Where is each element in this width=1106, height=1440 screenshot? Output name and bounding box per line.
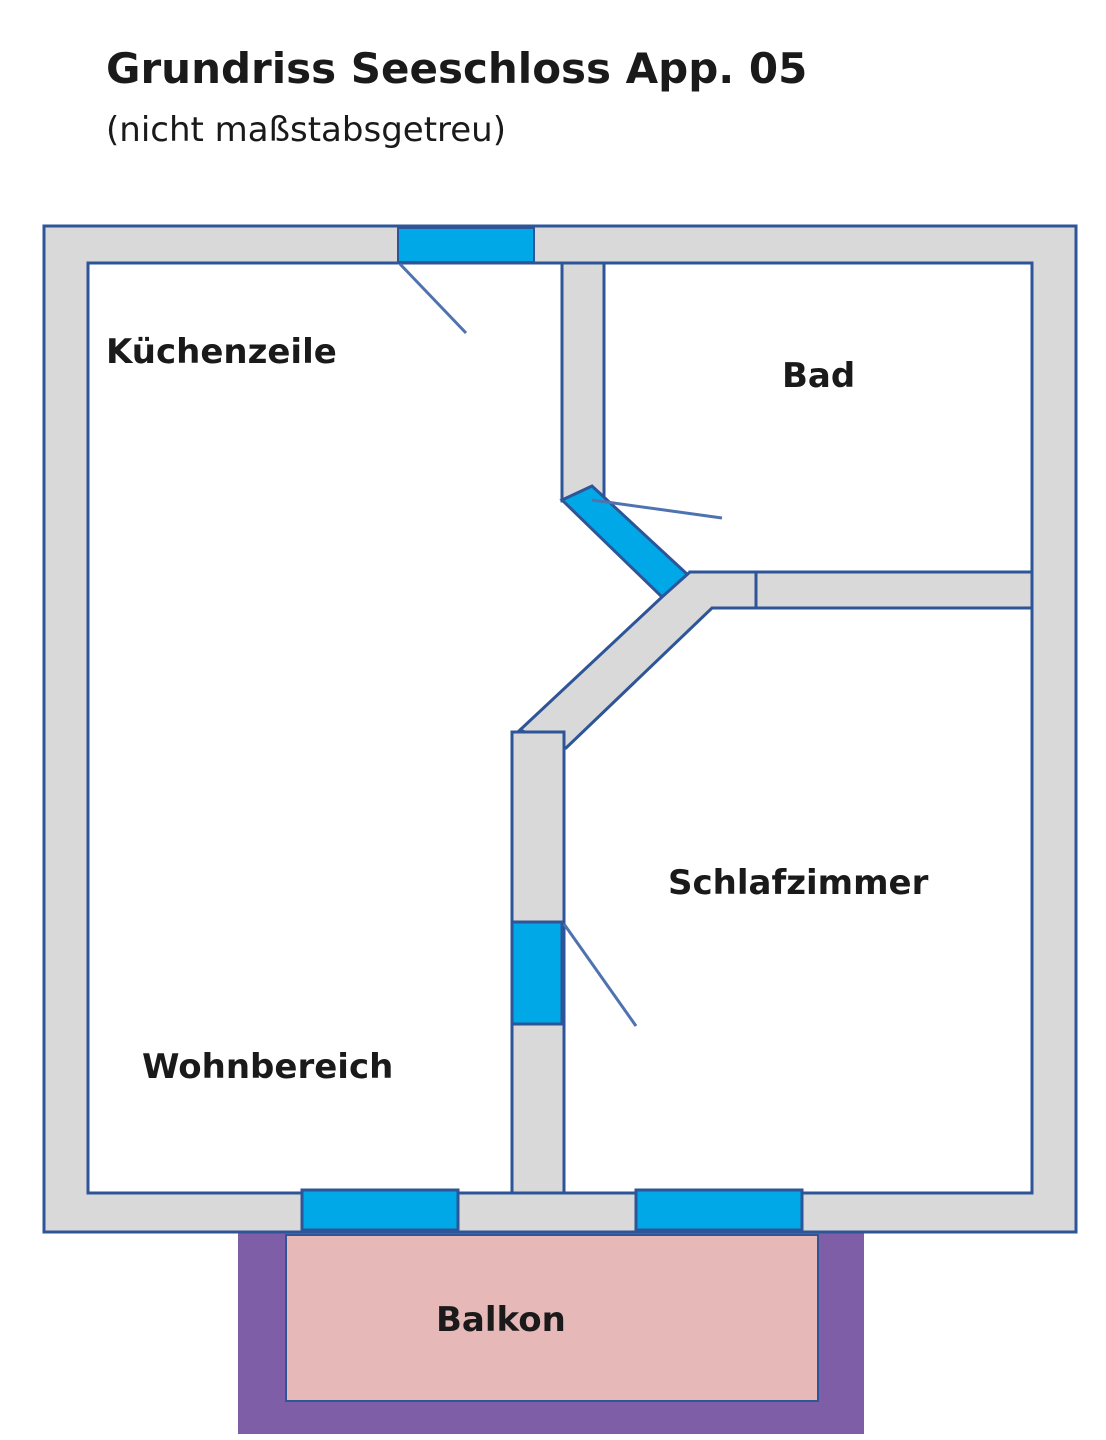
top-window-swing bbox=[398, 262, 468, 335]
bedroom-door bbox=[510, 920, 564, 1026]
plan-title: Grundriss Seeschloss App. 05 bbox=[106, 44, 808, 93]
room-label-kitchen: Küchenzeile bbox=[106, 332, 337, 372]
room-label-balcony: Balkon bbox=[436, 1300, 566, 1340]
outer-wall bbox=[42, 224, 1078, 1234]
diagonal-wall bbox=[517, 570, 758, 750]
balcony-door-right bbox=[634, 1188, 804, 1232]
bath-door bbox=[559, 484, 691, 600]
bath-wall-vertical bbox=[560, 261, 606, 503]
balcony-floor bbox=[285, 1234, 819, 1402]
top-window bbox=[397, 227, 535, 263]
bath-door-swing bbox=[591, 498, 723, 520]
bedroom-door-swing bbox=[562, 923, 638, 1027]
plan-subtitle: (nicht maßstabsgetreu) bbox=[106, 110, 506, 150]
room-label-living: Wohnbereich bbox=[142, 1047, 393, 1087]
room-label-bath: Bad bbox=[782, 356, 855, 396]
balcony-door-left bbox=[300, 1188, 460, 1232]
room-label-bedroom: Schlafzimmer bbox=[668, 863, 929, 903]
